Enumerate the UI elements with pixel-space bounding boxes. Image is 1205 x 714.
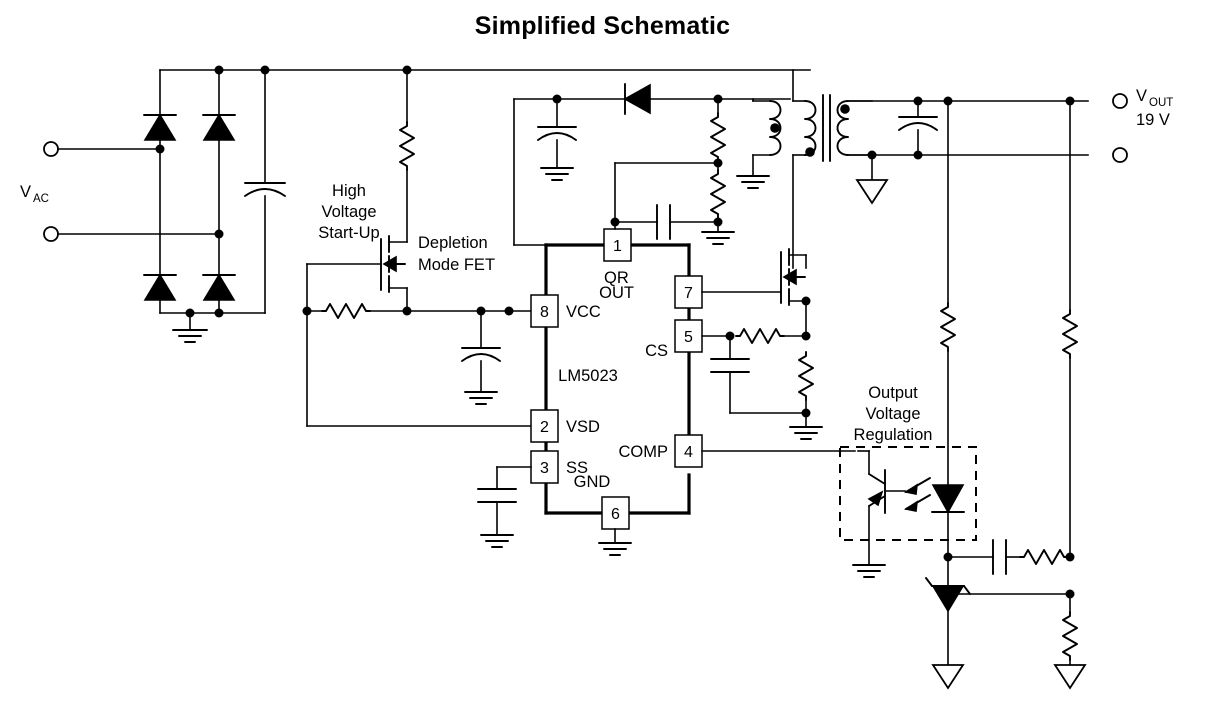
node-sec-gnd [867, 150, 877, 160]
vcc-network [302, 263, 532, 427]
hv-startup-section [306, 65, 415, 312]
secondary-output-section [847, 93, 1128, 205]
bridge-rectifier [143, 65, 811, 318]
pin-4-label: COMP [619, 443, 669, 461]
dot-primary-winding [805, 147, 815, 157]
pin-8-number: 8 [540, 304, 549, 321]
vac-label-sub: AC [33, 193, 49, 205]
node-comp-rc-right [1065, 552, 1075, 562]
optocoupler-led [931, 484, 965, 514]
transformer-aux-winding [736, 98, 782, 189]
phototransistor [852, 450, 906, 578]
current-sense-network [701, 328, 823, 440]
page-title: Simplified Schematic [474, 12, 731, 40]
node-bridge-ac1 [155, 144, 165, 154]
hv-startup-line2: Voltage [321, 203, 376, 221]
pin-5-label: CS [645, 342, 668, 360]
node-bridge-top [214, 65, 224, 75]
bridge-diode-upper-right [202, 113, 236, 141]
ground-bridge [172, 308, 208, 343]
hv-startup-line1: High [332, 182, 366, 200]
pin-2-number: 2 [540, 419, 549, 436]
pin-3-number: 3 [540, 460, 549, 477]
optocoupler-boundary [839, 446, 977, 541]
pin-2-box [530, 409, 559, 443]
pin-4-box [674, 434, 703, 468]
node-aux-cap [552, 94, 562, 104]
ss-capacitor [477, 466, 532, 548]
transformer-primary-winding [792, 69, 817, 269]
ground-shunt-symbol [931, 664, 965, 690]
pin-7-label: OUT [599, 284, 634, 302]
aux-rectifier-diode [623, 83, 651, 115]
node-bridge-bottom [214, 308, 224, 318]
ovr-line1: Output [868, 384, 918, 402]
input-bulk-capacitor [244, 69, 286, 314]
vac-label: V [20, 183, 31, 201]
node-outcap-top [913, 96, 923, 106]
pin-7-number: 7 [684, 285, 693, 302]
main-switch-fet [701, 248, 811, 337]
depletion-fet-line1: Depletion [418, 234, 488, 252]
node-qr-div-top [713, 94, 723, 104]
node-bridge-ac2 [214, 229, 224, 239]
node-fet-source [402, 306, 412, 316]
ovr-line2: Voltage [865, 405, 920, 423]
ovr-line3: Regulation [854, 426, 933, 444]
shunt-reference [925, 556, 1075, 666]
node-startup-res-top [402, 65, 412, 75]
pin-1-box [603, 228, 632, 262]
hv-startup-line3: Start-Up [318, 224, 379, 242]
pin-8-box [530, 294, 559, 328]
vac-terminal-bottom [43, 226, 59, 242]
node-outcap-bottom [913, 150, 923, 160]
ground-ic [598, 528, 632, 556]
pin-4-number: 4 [684, 444, 693, 461]
dot-secondary-winding [840, 104, 850, 114]
dot-aux-winding [770, 123, 780, 133]
vout-terminal-negative [1112, 147, 1128, 163]
ac-input-section [43, 141, 220, 242]
ic-lm5023: 1 QR 8 VCC 2 VSD 3 SS 6 GND 7 OUT 5 [530, 228, 703, 530]
opto-light-arrows [903, 477, 931, 512]
vout-value: 19 V [1136, 111, 1170, 129]
pin-1-label: QR [604, 269, 629, 287]
vout-label-sub: OUT [1149, 97, 1173, 109]
vout-terminal-positive [1112, 93, 1128, 109]
pin-6-number: 6 [611, 506, 620, 523]
pin-7-box [674, 275, 703, 309]
aux-rectifier-section [513, 83, 791, 246]
pin-5-box [674, 319, 703, 353]
ground-divider-symbol [1053, 664, 1087, 690]
pin-3-label: SS [566, 459, 588, 477]
transformer [736, 69, 873, 269]
pin-1-number: 1 [613, 238, 622, 255]
depletion-fet-line2: Mode FET [418, 256, 495, 274]
optocoupler-section [701, 100, 977, 578]
pin-2-label: VSD [566, 418, 600, 436]
feedback-network [925, 100, 1087, 690]
depletion-mode-fet [306, 235, 408, 312]
secondary-ground-symbol [855, 179, 889, 205]
vout-label: V [1136, 87, 1147, 105]
pin-5-number: 5 [684, 329, 693, 346]
ic-part-number: LM5023 [558, 367, 618, 385]
pin-6-label: GND [574, 473, 611, 491]
bridge-diode-upper-left [143, 113, 177, 141]
bridge-diode-lower-left [143, 273, 177, 301]
vac-terminal-top [43, 141, 59, 157]
text-labels: V AC V OUT 19 V High Voltage Start-Up De… [20, 87, 1173, 444]
node-vcc-pin [504, 306, 514, 316]
transformer-secondary-winding [836, 100, 873, 156]
pin-8-label: VCC [566, 303, 601, 321]
node-cs-res-top [801, 331, 811, 341]
bridge-diode-lower-right [202, 273, 236, 301]
